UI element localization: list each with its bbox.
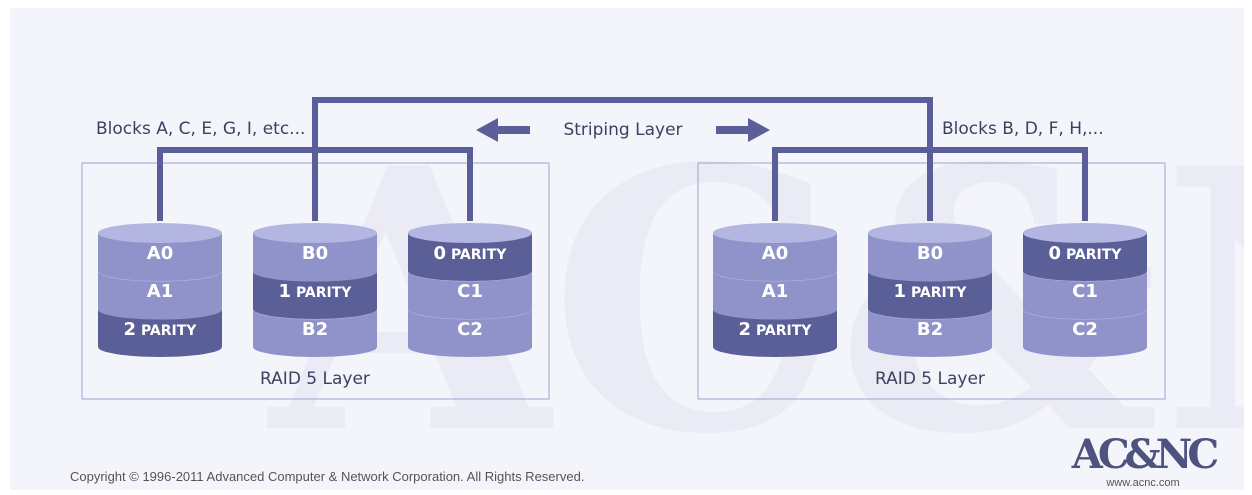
segment-label: B2 (917, 319, 943, 340)
right-raid5-connector (772, 147, 1088, 221)
segment-label: 0 PARITY (434, 243, 508, 264)
segment-label-main: C1 (1072, 281, 1098, 302)
raid-50-diagram: AC&NC Blocks A, C, E, G, I, etc... Strip… (70, 90, 1244, 490)
segment-label-main: 0 (434, 243, 447, 264)
segment-label: C1 (1072, 281, 1098, 302)
segment-label-parity: PARITY (291, 285, 352, 301)
disk-stack: B2 1 PARITY B0 (252, 223, 378, 357)
data-segment (408, 309, 532, 357)
parity-segment (408, 233, 532, 281)
segment-label-main: A1 (762, 281, 788, 302)
data-segment (1023, 309, 1147, 357)
segment-label-main: 0 (1049, 243, 1062, 264)
parity-segment (713, 309, 837, 357)
data-segment (253, 309, 377, 357)
segment-label-main: A0 (147, 243, 173, 264)
segment-top (98, 223, 222, 243)
data-segment (98, 271, 222, 319)
segment-label-parity: PARITY (446, 247, 507, 263)
left-raid5-connector (157, 147, 473, 221)
segment-label-main: 2 (124, 319, 137, 340)
segment-label-main: 1 (279, 281, 292, 302)
segment-label: 2 PARITY (739, 319, 813, 340)
segment-label-parity: PARITY (906, 285, 967, 301)
segment-label-main: B0 (302, 243, 328, 264)
connectors (157, 97, 1088, 221)
left-arrow-icon (476, 118, 530, 142)
data-segment (868, 309, 992, 357)
segment-label: C2 (457, 319, 483, 340)
segment-label-parity: PARITY (751, 323, 812, 339)
parity-segment (253, 271, 377, 319)
segment-label-main: C1 (457, 281, 483, 302)
segment-label: A1 (762, 281, 788, 302)
data-segment (408, 271, 532, 319)
segment-label: B0 (917, 243, 943, 264)
segment-label-main: B2 (917, 319, 943, 340)
segment-top (1023, 223, 1147, 243)
disk-stack: C2 C1 0 PARITY (1022, 223, 1148, 357)
raid-layer-label-right: RAID 5 Layer (875, 369, 985, 389)
data-segment (1023, 271, 1147, 319)
data-segment (253, 233, 377, 281)
acnc-logo: AC&NC www.acnc.com (1071, 431, 1223, 489)
diagram-canvas: AC&NC Blocks A, C, E, G, I, etc... Strip… (10, 8, 1244, 490)
segment-label: A0 (147, 243, 173, 264)
copyright-text: Copyright © 1996-2011 Advanced Computer … (70, 469, 584, 484)
disk-stack: 2 PARITY A1 A0 (97, 223, 223, 357)
raid-layer-label-left: RAID 5 Layer (260, 369, 370, 389)
segment-label-main: B0 (917, 243, 943, 264)
segment-label: B2 (302, 319, 328, 340)
data-segment (713, 233, 837, 281)
data-segment (98, 233, 222, 281)
segment-label: B0 (302, 243, 328, 264)
segment-label-main: 2 (739, 319, 752, 340)
segment-top (868, 223, 992, 243)
striping-layer-label: Striping Layer (563, 120, 682, 140)
data-segment (713, 271, 837, 319)
segment-label: C1 (457, 281, 483, 302)
right-blocks-label: Blocks B, D, F, H,... (942, 119, 1104, 139)
segment-label-main: 1 (894, 281, 907, 302)
parity-segment (868, 271, 992, 319)
segment-label: 2 PARITY (124, 319, 198, 340)
segment-label-parity: PARITY (1061, 247, 1122, 263)
acnc-logo-url: www.acnc.com (1105, 477, 1179, 489)
segment-label-main: C2 (457, 319, 483, 340)
parity-segment (1023, 233, 1147, 281)
segment-top (408, 223, 532, 243)
segment-label-main: B2 (302, 319, 328, 340)
segment-top (713, 223, 837, 243)
segment-label: 0 PARITY (1049, 243, 1123, 264)
right-arrow-icon (716, 118, 770, 142)
parity-segment (98, 309, 222, 357)
segment-label: 1 PARITY (279, 281, 353, 302)
left-blocks-label: Blocks A, C, E, G, I, etc... (96, 119, 305, 139)
segment-label: A0 (762, 243, 788, 264)
segment-label: 1 PARITY (894, 281, 968, 302)
segment-label-main: C2 (1072, 319, 1098, 340)
segment-label: A1 (147, 281, 173, 302)
disk-stack: 2 PARITY A1 A0 (712, 223, 838, 357)
disk-stack: B2 1 PARITY B0 (867, 223, 993, 357)
segment-label: C2 (1072, 319, 1098, 340)
striping-connector (312, 97, 933, 221)
segment-label-parity: PARITY (136, 323, 197, 339)
segment-top (253, 223, 377, 243)
segment-label-main: A0 (762, 243, 788, 264)
disk-stack: C2 C1 0 PARITY (407, 223, 533, 357)
acnc-logo-mark: AC&NC (1071, 431, 1218, 478)
data-segment (868, 233, 992, 281)
segment-label-main: A1 (147, 281, 173, 302)
